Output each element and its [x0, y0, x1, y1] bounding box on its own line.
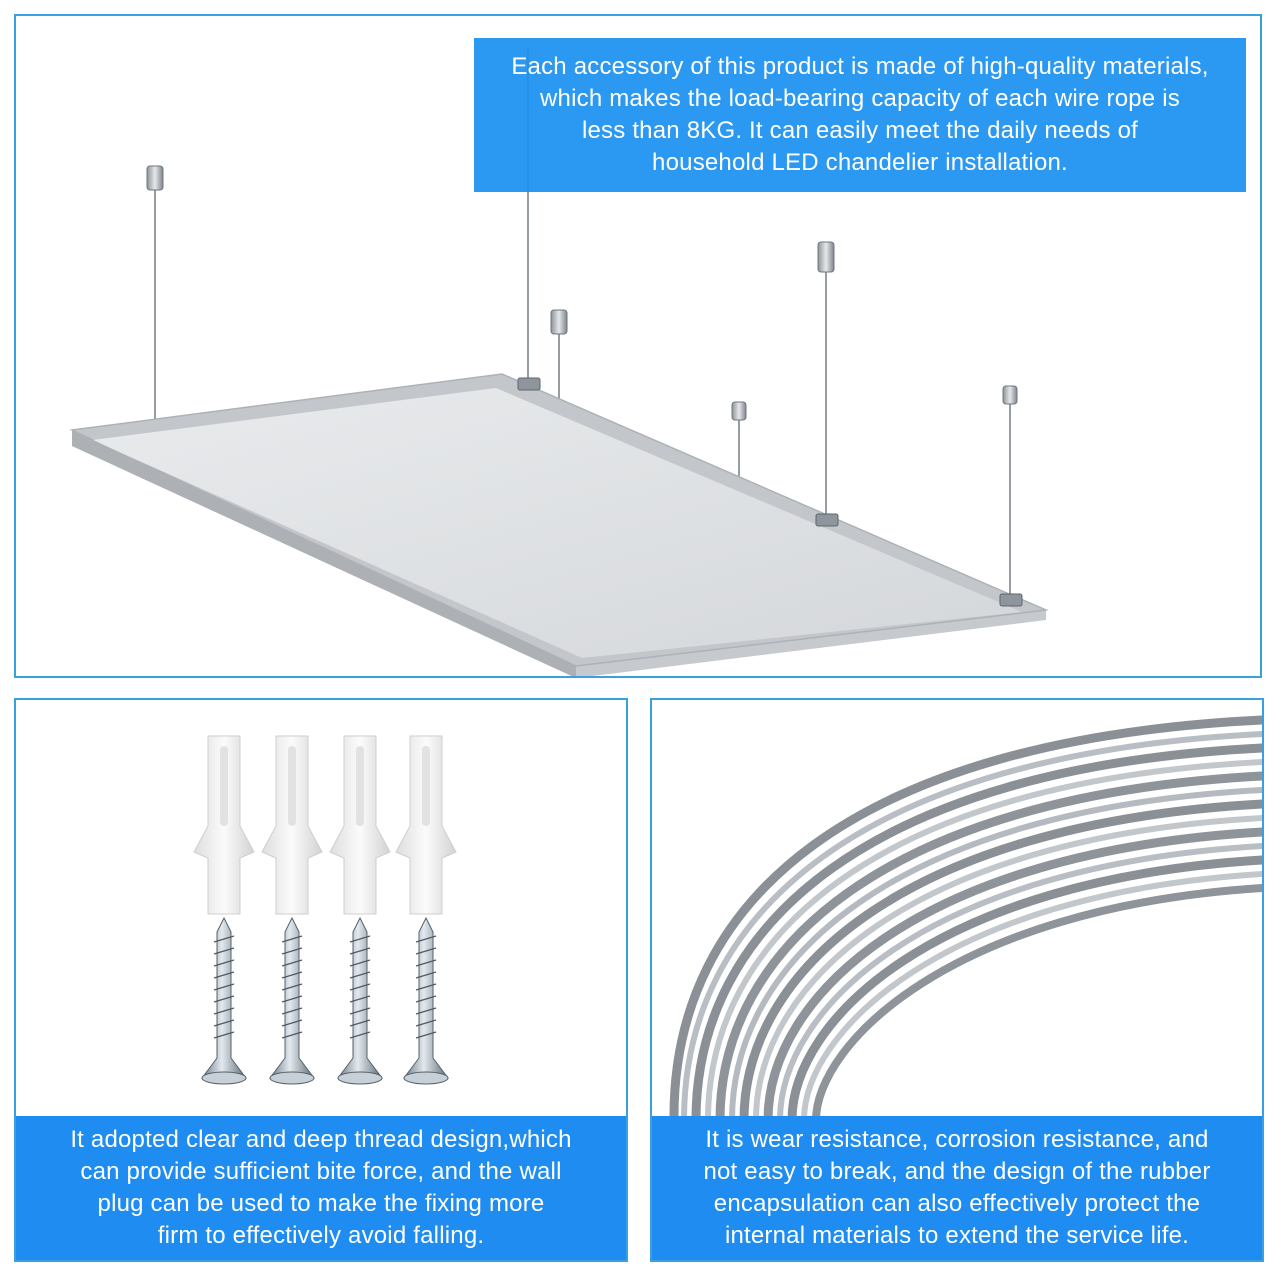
led-panel-illustration	[69, 48, 1049, 676]
wire-rope-coil-illustration	[669, 715, 1262, 1120]
led-panel	[69, 373, 1049, 676]
wall-plugs	[193, 735, 457, 915]
ceiling-anchors	[146, 165, 1018, 421]
product-image-panel: Each accessory of this product is made o…	[14, 14, 1262, 678]
wire-coil	[669, 715, 1262, 1120]
top-description: Each accessory of this product is made o…	[474, 38, 1246, 192]
wire-rope-image-panel: It is wear resistance, corrosion resista…	[650, 698, 1264, 1262]
screws-description: It adopted clear and deep thread design,…	[16, 1116, 626, 1260]
wire-rope-description: It is wear resistance, corrosion resista…	[652, 1116, 1262, 1260]
screws-and-plugs-illustration	[193, 735, 457, 1085]
panel-clips	[517, 377, 1023, 607]
screws	[201, 916, 449, 1085]
screws-image-panel: It adopted clear and deep thread design,…	[14, 698, 628, 1262]
